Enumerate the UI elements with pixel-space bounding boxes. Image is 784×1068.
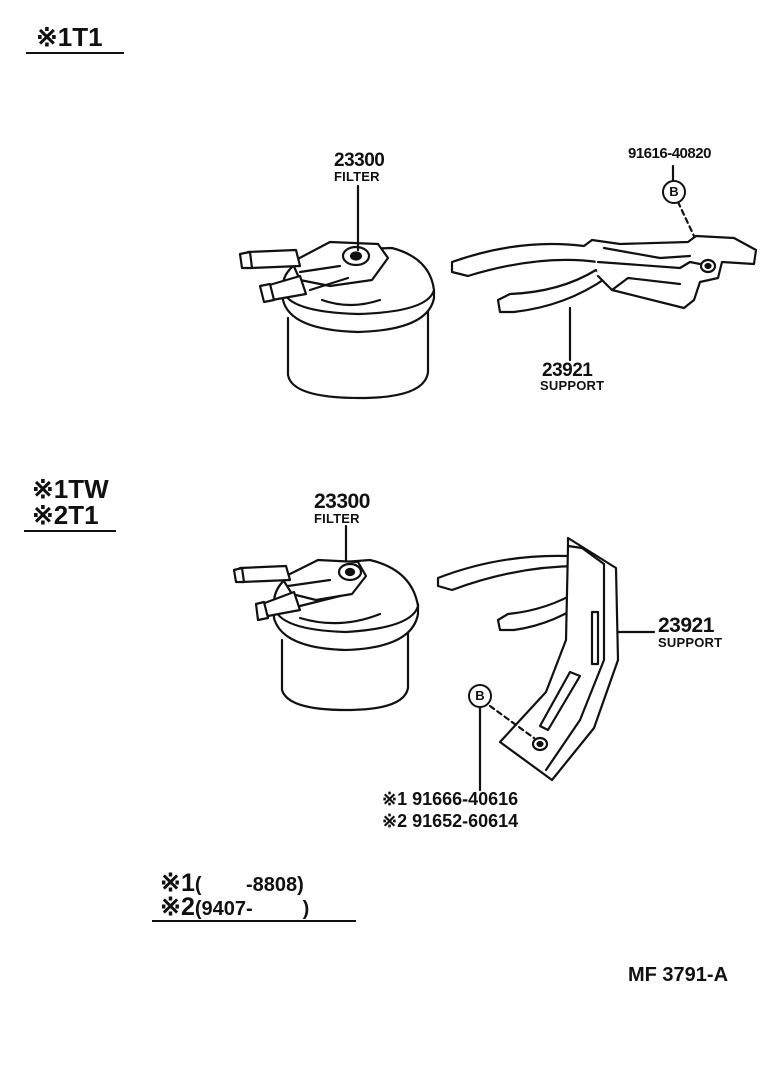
filter-name-bottom: FILTER bbox=[314, 511, 360, 526]
applicability-code-2a: ※1TW bbox=[32, 474, 109, 504]
filter-part-number-top: 23300 bbox=[334, 150, 385, 171]
legend-mark-1: ※1 bbox=[160, 869, 195, 897]
applicability-underline-2 bbox=[24, 530, 116, 532]
support-bracket-top bbox=[450, 234, 758, 314]
filter-name-top: FILTER bbox=[334, 169, 380, 184]
legend-mark-2: ※2 bbox=[160, 893, 195, 921]
applicability-underline-1 bbox=[26, 52, 124, 54]
legend-range-2: (9407- ) bbox=[194, 898, 310, 920]
fuel-filter-top bbox=[238, 240, 436, 400]
legend-line-2: ※2(9407- ) bbox=[160, 892, 309, 922]
filter-part-number-bottom: 23300 bbox=[314, 490, 370, 513]
applicability-code-2b: ※2T1 bbox=[32, 500, 99, 530]
support-name-bottom: SUPPORT bbox=[658, 635, 723, 650]
bolt-part-number-bottom-1: ※1 91666-40616 bbox=[382, 789, 519, 809]
bolt-part-number-top: 91616-40820 bbox=[628, 145, 711, 162]
support-name-top: SUPPORT bbox=[540, 378, 605, 393]
fuel-filter-bottom bbox=[232, 558, 420, 712]
legend-line-1: ※1( -8808) bbox=[160, 868, 304, 898]
legend-underline bbox=[152, 920, 356, 922]
callout-b-bottom: B bbox=[468, 684, 492, 708]
support-part-number-top: 23921 bbox=[542, 360, 593, 381]
figure-code: MF 3791-A bbox=[628, 964, 729, 986]
applicability-code-1: ※1T1 bbox=[36, 22, 103, 52]
support-part-number-bottom: 23921 bbox=[658, 614, 714, 637]
legend-range-1: ( -8808) bbox=[194, 874, 304, 896]
bolt-part-number-bottom-2: ※2 91652-60614 bbox=[382, 811, 519, 831]
support-bracket-bottom bbox=[436, 536, 620, 782]
callout-b-top: B bbox=[662, 180, 686, 204]
